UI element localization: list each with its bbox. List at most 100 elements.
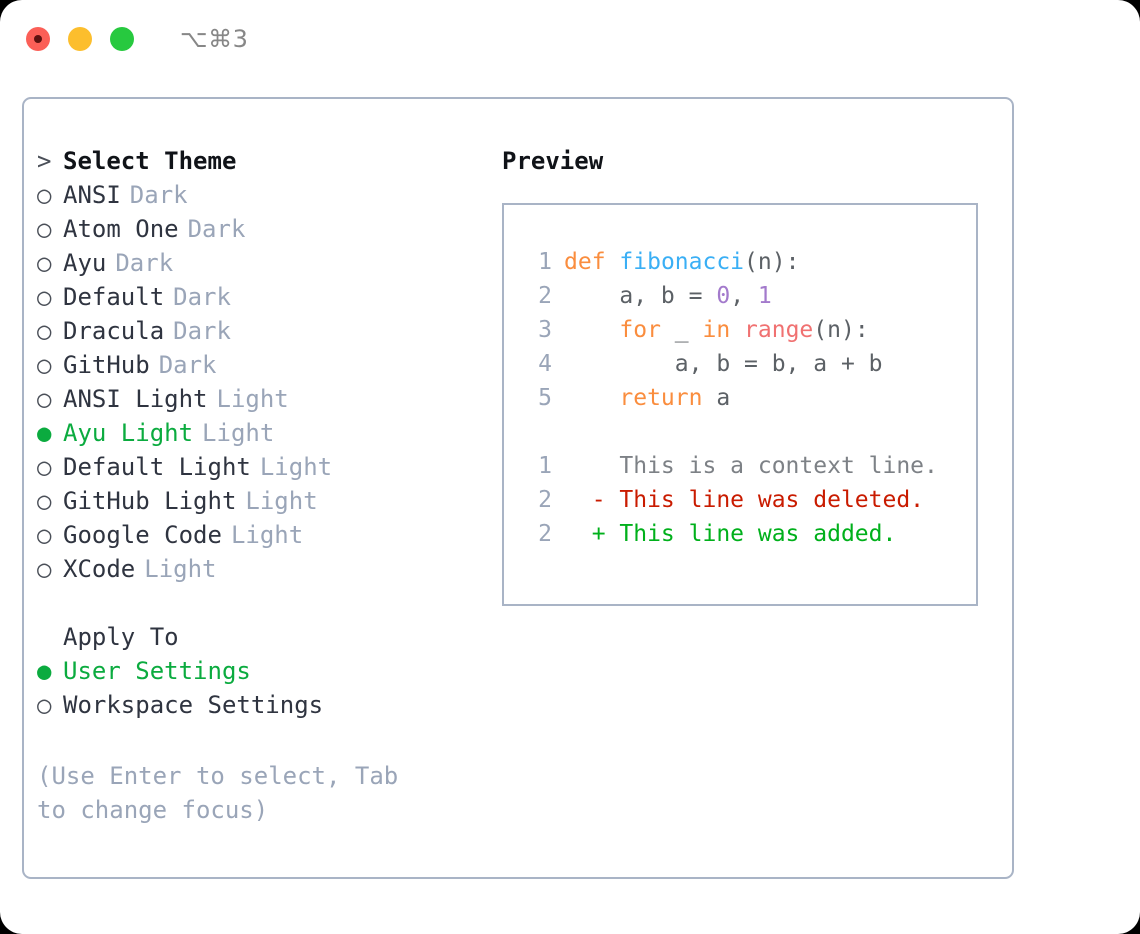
theme-name-label: Atom One — [63, 215, 179, 243]
code-token: b, a + b — [771, 351, 883, 377]
apply-to-title: Apply To — [63, 623, 179, 651]
theme-name-label: Default Light — [63, 453, 251, 481]
title-bar: ⌥⌘3 — [0, 0, 1140, 78]
line-number: 1 — [538, 453, 552, 479]
apply-to-item[interactable]: ○ Workspace Settings — [37, 691, 489, 725]
close-window-button[interactable] — [26, 27, 50, 51]
theme-name-label: Google Code — [63, 521, 222, 549]
prompt-caret-icon: > — [37, 147, 52, 175]
diff-line: 2 + This line was added. — [522, 521, 976, 555]
diff-line: 2 - This line was deleted. — [522, 487, 976, 521]
maximize-window-button[interactable] — [110, 27, 134, 51]
code-token: = — [744, 351, 772, 377]
diff-line: 1 This is a context line. — [522, 453, 976, 487]
radio-unselected-icon: ○ — [37, 283, 52, 311]
line-number: 2 — [538, 283, 552, 309]
keyboard-shortcut-label: ⌥⌘3 — [180, 25, 249, 53]
theme-variant-tag: Dark — [129, 181, 188, 209]
code-line: 5 return a — [522, 385, 976, 419]
code-text: a, b = 0, 1 — [564, 283, 771, 309]
radio-unselected-icon: ○ — [37, 249, 52, 277]
theme-name-label: GitHub — [63, 351, 150, 379]
theme-variant-tag: Light — [202, 419, 275, 447]
keyboard-hint-text: (Use Enter to select, Tab to change focu… — [37, 762, 399, 824]
code-line: 2 a, b = 0, 1 — [522, 283, 976, 317]
theme-list-item[interactable]: ● Ayu Light Light — [37, 419, 489, 453]
code-token: 0 — [716, 283, 731, 309]
radio-unselected-icon: ○ — [37, 385, 52, 413]
radio-unselected-icon: ○ — [37, 317, 52, 345]
radio-unselected-icon: ○ — [37, 453, 52, 481]
code-text: return a — [564, 385, 730, 411]
apply-to-label: Workspace Settings — [63, 691, 324, 719]
theme-name-label: GitHub Light — [63, 487, 237, 515]
code-token: a, b — [564, 283, 689, 309]
diff-sample: 1 This is a context line.2 - This line w… — [522, 453, 976, 555]
radio-unselected-icon: ○ — [37, 181, 52, 209]
code-line: 1 def fibonacci(n): — [522, 249, 976, 283]
theme-variant-tag: Dark — [115, 249, 174, 277]
radio-selected-icon: ● — [37, 419, 52, 447]
preview-title: Preview — [502, 147, 604, 175]
code-token — [564, 385, 619, 411]
radio-unselected-icon: ○ — [37, 691, 52, 719]
code-token: fibonacci — [619, 249, 745, 275]
theme-variant-tag: Light — [216, 385, 289, 413]
code-token: (n): — [744, 249, 800, 275]
code-token: in — [702, 317, 731, 343]
diff-sign: + — [564, 521, 606, 547]
line-number: 5 — [538, 385, 552, 411]
code-text: a, b = b, a + b — [564, 351, 883, 377]
apply-to-item[interactable]: ● User Settings — [37, 657, 489, 691]
theme-name-label: Ayu — [63, 249, 107, 277]
radio-unselected-icon: ○ — [37, 521, 52, 549]
code-token: return — [619, 385, 703, 411]
select-theme-title: Select Theme — [63, 147, 237, 175]
code-text: def fibonacci(n): — [564, 249, 799, 275]
code-token: , — [730, 283, 758, 309]
theme-variant-tag: Dark — [158, 351, 217, 379]
apply-to-label: User Settings — [63, 657, 251, 685]
diff-text: This is a context line. — [605, 453, 938, 479]
theme-variant-tag: Light — [144, 555, 217, 583]
code-token: def — [564, 249, 606, 275]
code-token: for — [619, 317, 661, 343]
theme-name-label: Dracula — [63, 317, 165, 345]
theme-name-label: Ayu Light — [63, 419, 194, 447]
radio-selected-icon: ● — [37, 657, 52, 685]
code-token: range — [744, 317, 814, 343]
theme-list-item[interactable]: ○ Ayu Dark — [37, 249, 489, 283]
code-token: (n): — [813, 317, 869, 343]
line-number: 2 — [538, 487, 552, 513]
line-number: 2 — [538, 521, 552, 547]
theme-variant-tag: Light — [245, 487, 318, 515]
diff-text: This line was deleted. — [605, 487, 925, 513]
code-token — [564, 317, 619, 343]
code-text: for _ in range(n): — [564, 317, 869, 343]
code-token: a, b — [564, 351, 745, 377]
line-number: 1 — [538, 249, 552, 275]
diff-sign — [564, 453, 606, 479]
code-token: a — [702, 385, 731, 411]
line-number: 4 — [538, 351, 552, 377]
radio-unselected-icon: ○ — [37, 215, 52, 243]
apply-to-list: ● User Settings ○ Workspace Settings — [37, 657, 489, 725]
diff-text: This line was added. — [605, 521, 897, 547]
apply-to-spacer-icon — [37, 623, 63, 651]
minimize-window-button[interactable] — [68, 27, 92, 51]
